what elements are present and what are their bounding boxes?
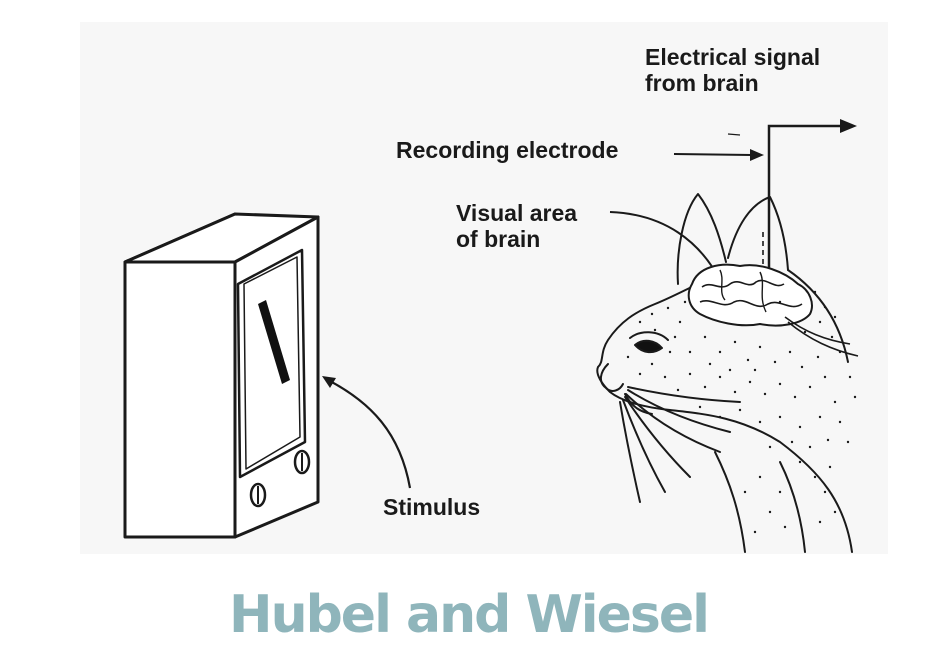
electrode-arrow bbox=[673, 133, 764, 161]
experiment-diagram bbox=[123, 119, 859, 553]
recording-electrode-label: Recording electrode bbox=[396, 137, 619, 163]
page-title: Hubel and Wiesel bbox=[229, 585, 710, 645]
figure-panel: Electrical signal from brain Recording e… bbox=[80, 22, 888, 554]
cat-brain bbox=[687, 263, 813, 327]
visual-area-label: Visual area of brain bbox=[456, 200, 578, 252]
signal-arrow bbox=[762, 119, 857, 280]
electrode-wire bbox=[784, 316, 851, 345]
stimulus-monitor bbox=[123, 212, 320, 539]
electrode-wire-2 bbox=[787, 321, 859, 357]
stimulus-label: Stimulus bbox=[383, 494, 481, 520]
cat-head bbox=[596, 193, 853, 553]
fur-stipple bbox=[626, 290, 857, 534]
stimulus-bar bbox=[258, 300, 290, 384]
electrical-signal-label: Electrical signal from brain bbox=[645, 44, 821, 96]
stimulus-arrow bbox=[322, 376, 412, 489]
